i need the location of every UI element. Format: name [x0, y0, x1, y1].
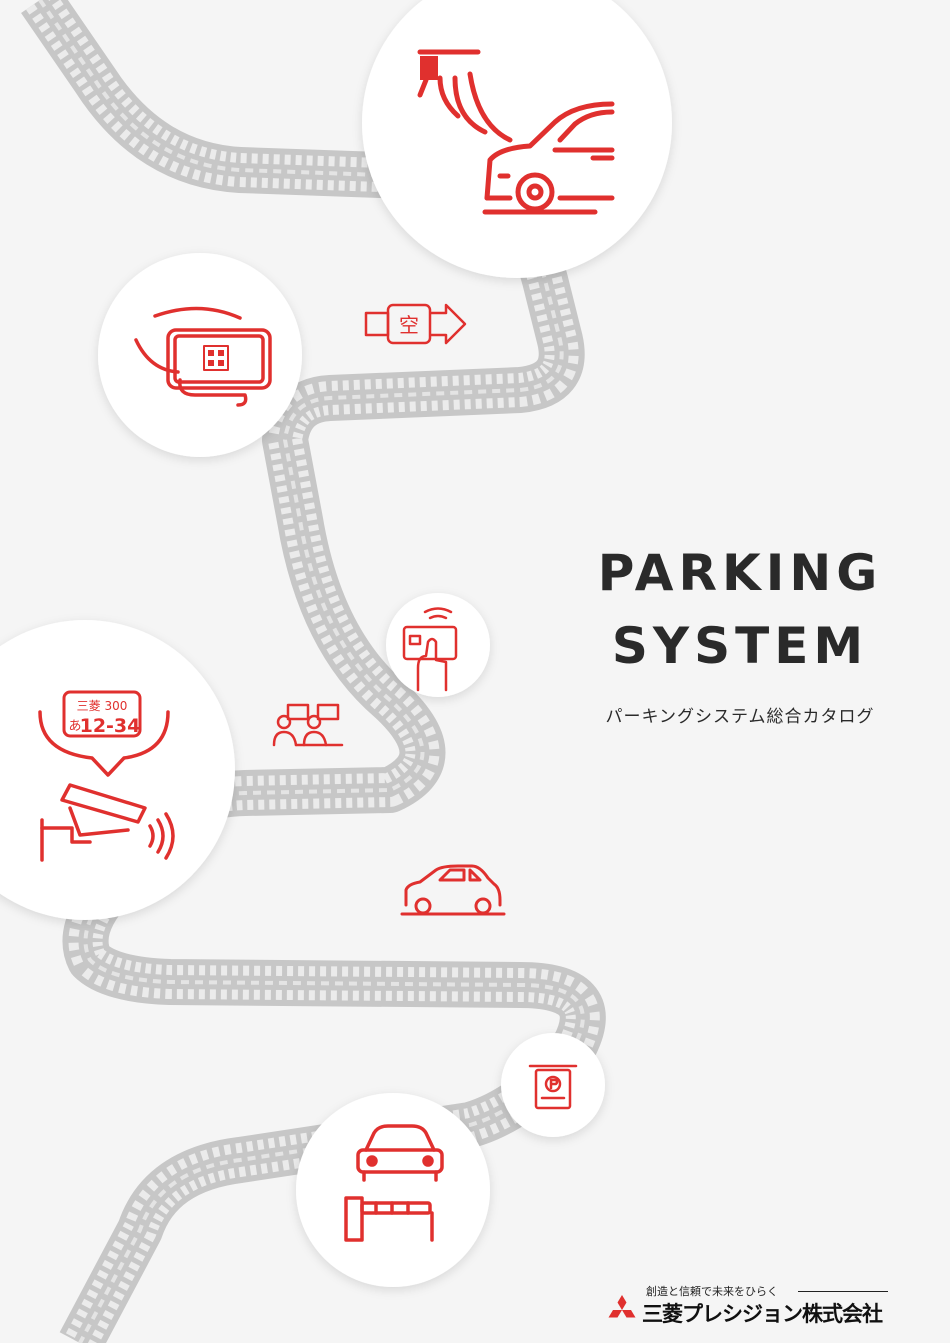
tagline-rule [798, 1291, 888, 1292]
vacancy-sign-text: 空 [399, 313, 419, 337]
plate-hiragana: あ [68, 719, 81, 734]
qr-payment-circle [98, 253, 302, 457]
company-tagline: 創造と信頼で未来をひらく [646, 1285, 778, 1298]
parking-ticket-icon [528, 1064, 578, 1110]
license-plate-camera-icon [38, 690, 175, 862]
sedan-icon [400, 864, 506, 916]
plate-line-1: 三菱 300 [77, 699, 128, 713]
qr-smartphone-icon [134, 306, 272, 407]
ic-card-tap-icon [402, 607, 458, 692]
ticket-machine-circle [501, 1033, 605, 1137]
car-gate-icon [344, 1124, 444, 1242]
company-logo: 創造と信頼で未来をひらく 三菱プレシジョン株式会社 [606, 1283, 896, 1327]
title-line-1: PARKING [597, 544, 883, 602]
vehicle-detection-circle [362, 0, 672, 278]
operators-icon [272, 703, 344, 747]
vacancy-sign-icon [364, 303, 467, 345]
plate-recognition-circle [0, 620, 235, 920]
company-name: 三菱プレシジョン株式会社 [642, 1302, 883, 1326]
three-diamonds-icon [608, 1295, 636, 1318]
subtitle: パーキングシステム総合カタログ [605, 707, 875, 727]
title-line-2: SYSTEM [611, 617, 869, 675]
gate-circle [296, 1093, 490, 1287]
ic-card-circle [386, 593, 490, 697]
plate-number: 12-34 [80, 715, 141, 737]
sensor-car-icon [417, 49, 615, 215]
